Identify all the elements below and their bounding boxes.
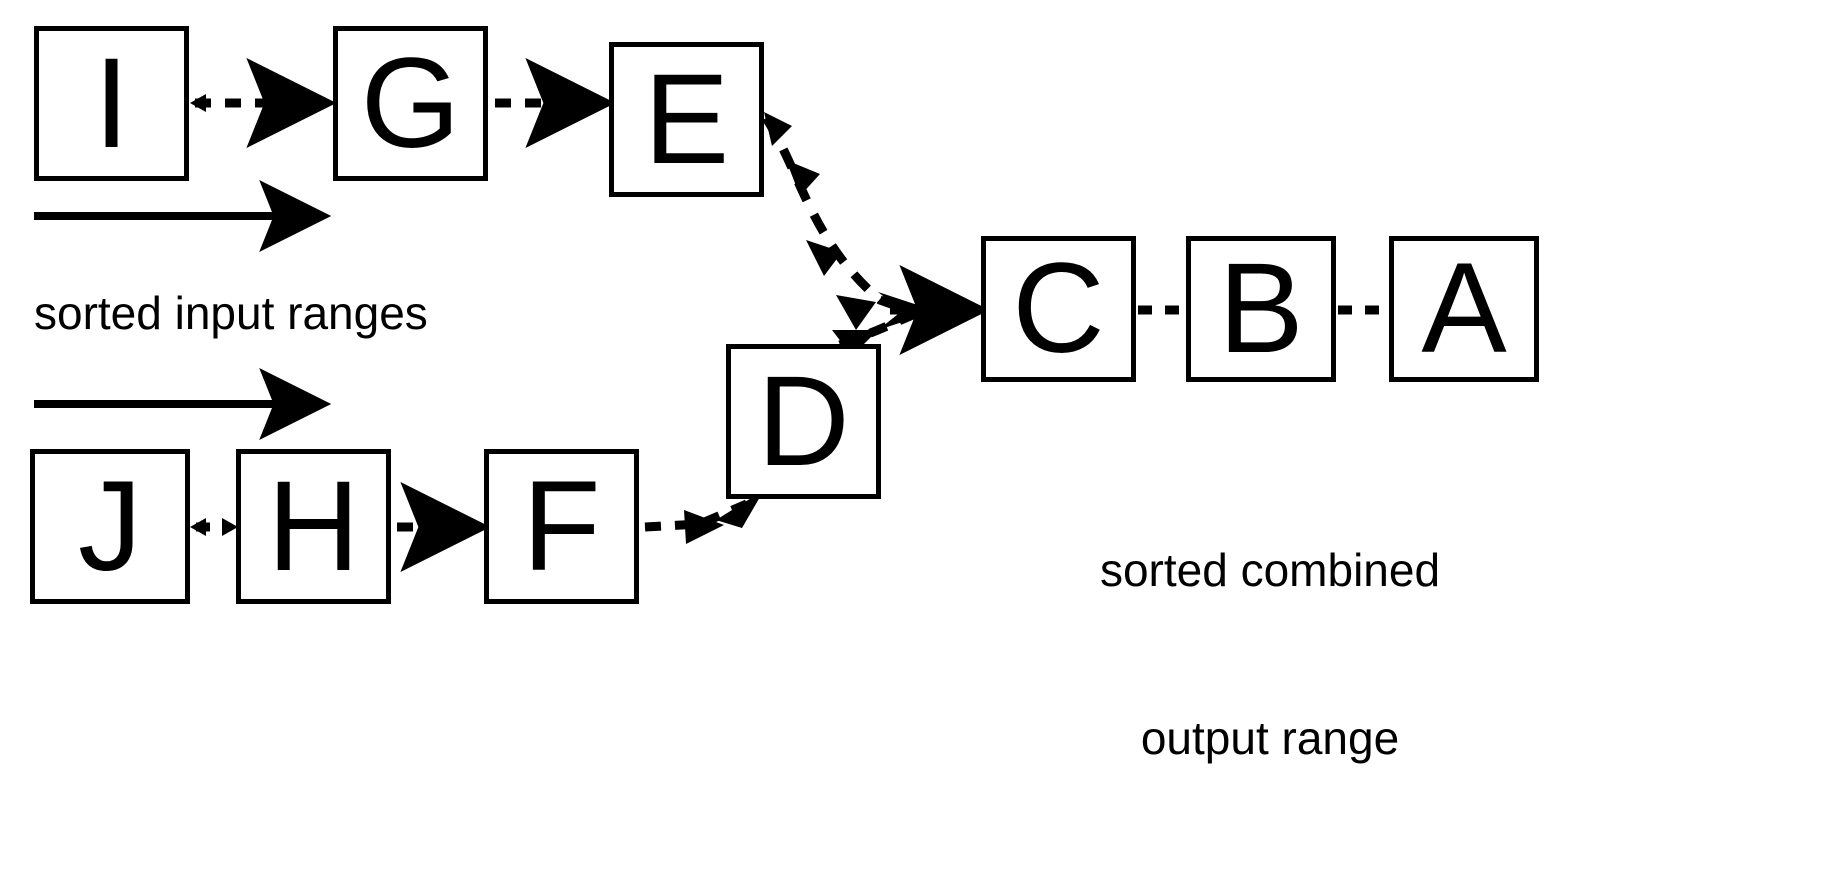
node-label-C: C <box>1012 237 1105 380</box>
edge-J-to-H <box>190 518 238 536</box>
node-label-A: A <box>1421 237 1507 380</box>
node-label-I: I <box>93 31 130 175</box>
node-label-G: G <box>360 31 461 175</box>
edge-E-to-merge <box>762 112 910 330</box>
node-box-E[interactable]: E <box>609 42 764 197</box>
node-box-I[interactable]: I <box>34 26 189 181</box>
output-range-caption-line2: output range <box>1140 712 1400 764</box>
output-range-caption-line1: sorted combined <box>1099 544 1441 596</box>
diagram-canvas: I G E D C B A J H F sorted input ranges … <box>30 26 1539 764</box>
node-label-E: E <box>643 47 730 191</box>
node-label-D: D <box>757 349 850 493</box>
input-ranges-caption: sorted input ranges <box>34 287 428 339</box>
node-box-A[interactable]: A <box>1389 236 1539 382</box>
node-box-C[interactable]: C <box>981 236 1136 382</box>
node-label-J: J <box>78 454 142 598</box>
node-box-G[interactable]: G <box>333 26 488 181</box>
node-box-D[interactable]: D <box>726 344 881 499</box>
node-box-J[interactable]: J <box>30 449 190 604</box>
connector-layer <box>34 58 1387 572</box>
edge-I-to-G <box>190 58 337 148</box>
node-box-B[interactable]: B <box>1186 236 1336 382</box>
node-label-B: B <box>1218 237 1304 380</box>
node-label-H: H <box>267 454 360 598</box>
node-label-F: F <box>522 454 601 598</box>
node-box-F[interactable]: F <box>484 449 639 604</box>
edge-merge-to-C <box>878 265 990 355</box>
output-range-caption: sorted combined output range <box>1000 430 1540 878</box>
node-box-H[interactable]: H <box>236 449 391 604</box>
